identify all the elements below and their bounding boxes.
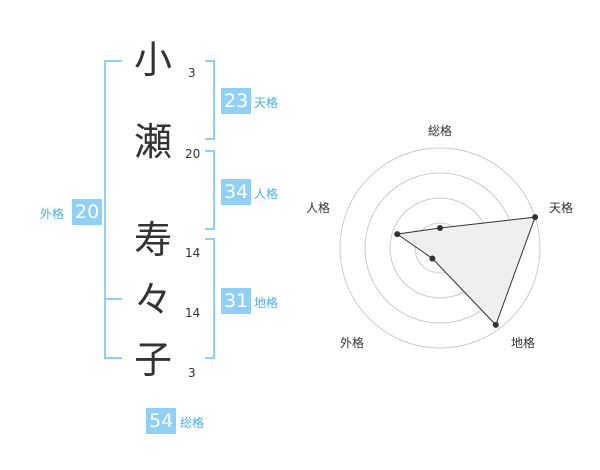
gaikaku-value-badge: 20 [72, 199, 103, 225]
stroke-count-5: 3 [188, 366, 196, 380]
tenkaku-bracket-bottom [205, 138, 215, 140]
jinkaku-bracket-bottom [205, 228, 215, 230]
radar-shape [395, 216, 536, 326]
gaikaku-bracket-bottom [104, 357, 122, 359]
name-char-1: 小 [133, 38, 172, 82]
radar-ring-1 [339, 147, 541, 349]
radar-label-jinkaku: 人格 [306, 201, 331, 215]
radar-dots [394, 214, 539, 328]
radar-point-jinkaku [394, 231, 401, 238]
radar-label-gaikaku: 外格 [340, 336, 365, 350]
tenkaku-bracket-top [205, 60, 215, 62]
radar-label-chikaku: 地格 [511, 336, 536, 350]
radar-label-tenkaku: 天格 [549, 201, 574, 215]
radar-polygon [395, 216, 536, 326]
jinkaku-value-badge: 34 [221, 179, 252, 205]
soukaku-label: 総格 [180, 416, 205, 430]
chikaku-bracket-bottom [205, 357, 215, 359]
chikaku-bracket-vertical [213, 238, 215, 359]
radar-point-soukaku [437, 225, 443, 231]
name-char-3: 寿 [133, 218, 172, 262]
chikaku-value-badge: 31 [221, 288, 252, 314]
tenkaku-value-badge: 23 [221, 88, 252, 114]
radar-label-soukaku: 総格 [428, 124, 453, 138]
gaikaku-bracket-mid [104, 298, 122, 300]
stroke-count-1: 3 [188, 66, 196, 80]
gaikaku-bracket-vertical [104, 60, 106, 359]
radar-point-gaikaku [429, 255, 436, 262]
tenkaku-bracket-vertical [213, 60, 215, 140]
jinkaku-bracket-top [205, 150, 215, 152]
soukaku-value-badge: 54 [146, 408, 177, 434]
stroke-count-3: 14 [185, 246, 201, 260]
name-char-4: 々 [133, 278, 172, 322]
gaikaku-label: 外格 [40, 207, 65, 221]
chikaku-bracket-top [205, 238, 215, 240]
chikaku-label: 地格 [254, 296, 279, 310]
gaikaku-bracket-top [104, 60, 122, 62]
stroke-count-4: 14 [185, 306, 201, 320]
radar-point-tenkaku [532, 214, 539, 221]
tenkaku-label: 天格 [254, 96, 279, 110]
radar-point-chikaku [492, 321, 499, 328]
name-char-2: 瀬 [133, 120, 172, 164]
jinkaku-bracket-vertical [213, 150, 215, 230]
name-char-5: 子 [133, 338, 172, 382]
stroke-count-2: 20 [185, 147, 201, 161]
jinkaku-label: 人格 [254, 187, 279, 201]
